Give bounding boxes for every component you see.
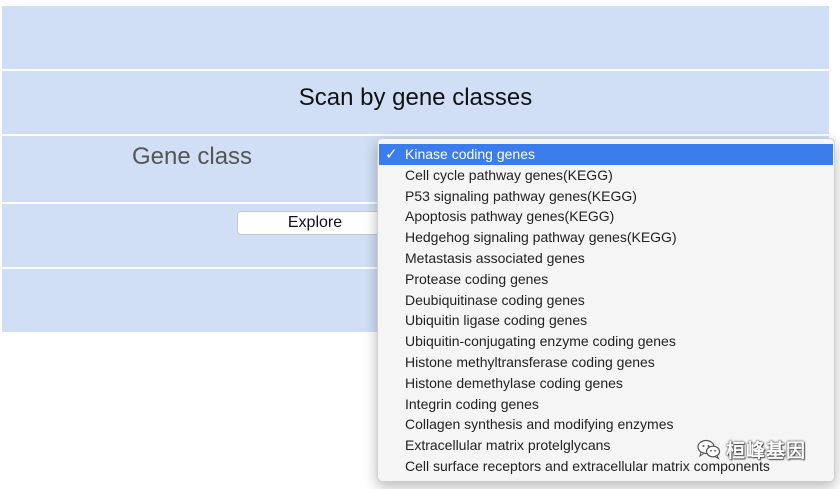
dropdown-option-label: Histone methyltransferase coding genes (405, 353, 655, 370)
dropdown-option-label: Cell cycle pathway genes(KEGG) (405, 166, 613, 183)
wechat-icon (697, 439, 721, 460)
dropdown-option[interactable]: Ubiquitin ligase coding genes (378, 310, 834, 331)
dropdown-option[interactable]: Metastasis associated genes (378, 248, 834, 269)
dropdown-option-label: Hedgehog signaling pathway genes(KEGG) (405, 229, 677, 246)
dropdown-option[interactable]: P53 signaling pathway genes(KEGG) (378, 186, 834, 207)
page-title: Scan by gene classes (298, 84, 533, 111)
dropdown-option-label: Deubiquitinase coding genes (405, 291, 585, 308)
dropdown-option[interactable]: Integrin coding genes (378, 394, 834, 415)
watermark-text: 桓峰基因 (726, 439, 807, 462)
dropdown-option-label: Apoptosis pathway genes(KEGG) (405, 208, 615, 225)
dropdown-option[interactable]: Hedgehog signaling pathway genes(KEGG) (378, 227, 834, 248)
explore-button[interactable]: Explore (237, 211, 393, 235)
dropdown-option[interactable]: Apoptosis pathway genes(KEGG) (378, 206, 834, 227)
dropdown-option-label: P53 signaling pathway genes(KEGG) (405, 187, 637, 204)
dropdown-option[interactable]: Histone demethylase coding genes (378, 373, 834, 394)
dropdown-option-label: Extracellular matrix protelglycans (405, 437, 611, 454)
table-row-title: Scan by gene classes (2, 71, 829, 134)
dropdown-option-label: Histone demethylase coding genes (405, 374, 623, 391)
dropdown-option[interactable]: Deubiquitinase coding genes (378, 290, 834, 311)
table-row-empty-top (2, 6, 829, 69)
dropdown-option-label: Ubiquitin ligase coding genes (405, 312, 588, 329)
dropdown-option-label: Integrin coding genes (405, 395, 539, 412)
dropdown-option[interactable]: Extracellular matrix protelglycans (378, 435, 834, 456)
dropdown-option-label: Protease coding genes (405, 270, 549, 287)
dropdown-option[interactable]: Protease coding genes (378, 269, 834, 290)
dropdown-option[interactable]: Cell cycle pathway genes(KEGG) (378, 165, 834, 186)
dropdown-option-label: Cell surface receptors and extracellular… (405, 457, 770, 474)
watermark: 桓峰基因 (697, 437, 807, 462)
dropdown-option[interactable]: Ubiquitin-conjugating enzyme coding gene… (378, 331, 834, 352)
dropdown-option-label: Collagen synthesis and modifying enzymes (405, 416, 674, 433)
dropdown-option-label: Kinase coding genes (405, 146, 535, 162)
gene-class-label: Gene class (132, 143, 253, 170)
dropdown-option[interactable]: ✓ Kinase coding genes (379, 144, 833, 165)
dropdown-option[interactable]: Cell surface receptors and extracellular… (378, 456, 834, 477)
dropdown-option[interactable]: Collagen synthesis and modifying enzymes (378, 414, 834, 435)
dropdown-option-label: Metastasis associated genes (405, 249, 585, 266)
dropdown-option[interactable]: Histone methyltransferase coding genes (378, 352, 834, 373)
dropdown-option-label: Ubiquitin-conjugating enzyme coding gene… (405, 333, 676, 350)
checkmark-icon: ✓ (385, 145, 398, 163)
